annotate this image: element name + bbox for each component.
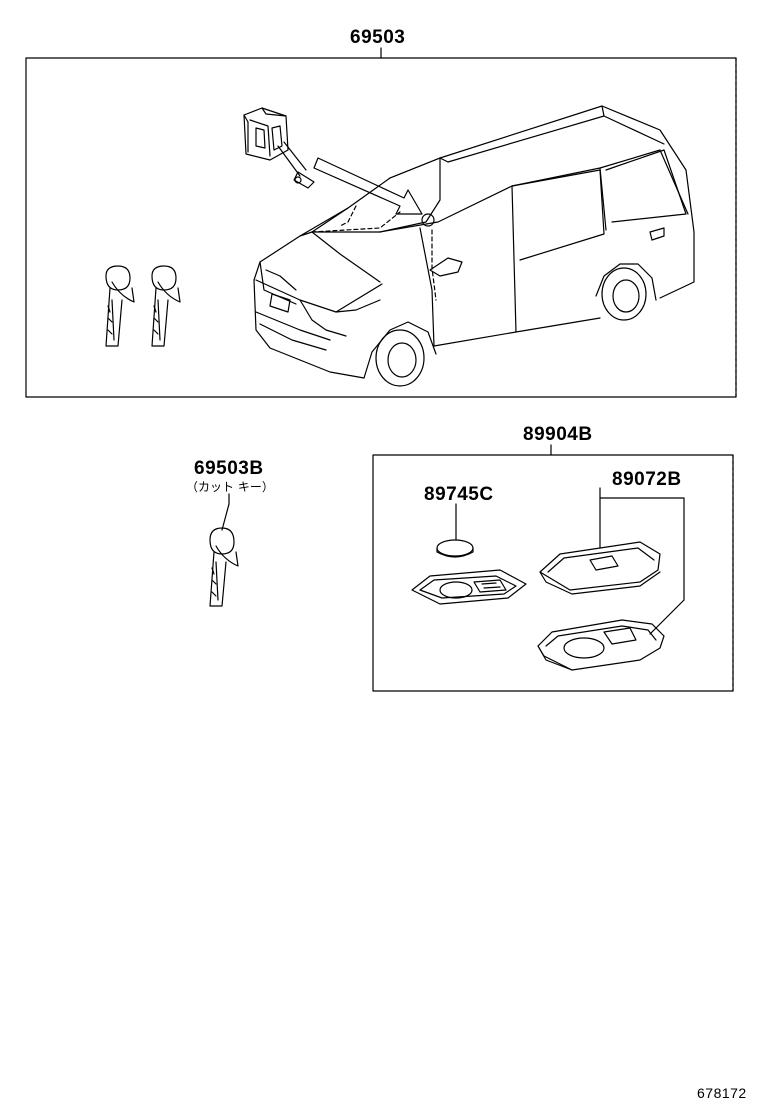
transmitter-case-icon [538, 488, 684, 670]
part-number-69503: 69503 [350, 27, 406, 48]
cut-key-note: （カット キー） [186, 480, 274, 494]
arrow-icon [314, 158, 422, 214]
cut-key-icon [210, 494, 238, 606]
circuit-board-icon [412, 570, 526, 604]
vehicle-icon [254, 106, 694, 386]
transmitter-box [373, 445, 733, 691]
lock-cylinder-icon [244, 108, 314, 188]
key-icon [152, 266, 180, 346]
part-number-69503b: 69503B [194, 458, 264, 479]
key-icon [106, 266, 134, 346]
assembly-box [26, 48, 736, 397]
part-number-89904b: 89904B [523, 424, 593, 445]
part-number-89745c: 89745C [424, 484, 494, 505]
figure-number: 678172 [697, 1085, 747, 1101]
part-number-89072b: 89072B [612, 469, 682, 490]
battery-icon [437, 504, 473, 557]
